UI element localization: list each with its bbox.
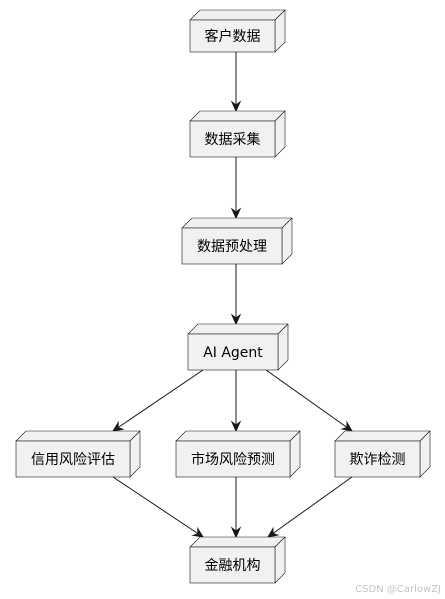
arrowhead	[230, 313, 242, 326]
node-top-face	[15, 430, 141, 442]
node-front-face	[334, 440, 421, 478]
node-front-face	[187, 333, 279, 371]
node-top-face	[175, 430, 301, 442]
node-top-face	[181, 217, 293, 229]
arrowhead	[191, 526, 205, 538]
arrowhead	[230, 420, 242, 433]
arrowhead	[340, 420, 354, 432]
node-label: 金融机构	[205, 558, 261, 574]
node-market-risk: 市场风险预测	[175, 430, 301, 478]
edges-layer	[111, 52, 354, 539]
node-front-face	[189, 19, 276, 53]
node-label: 数据采集	[205, 131, 261, 148]
arrowhead	[266, 526, 280, 538]
node-label: 客户数据	[205, 28, 261, 45]
edge-fraud-detection-to-financial-institution	[266, 476, 353, 538]
node-data-preprocessing: 数据预处理	[181, 217, 293, 265]
edge-customer-data-to-data-collection	[230, 52, 242, 113]
edge-line	[267, 476, 353, 538]
node-label: 信用风险评估	[31, 452, 115, 468]
node-front-face	[175, 440, 291, 478]
node-ai-agent: AI Agent	[187, 323, 289, 371]
edge-line	[112, 369, 204, 432]
watermark-text: CSDN @CarlowZJ	[355, 584, 441, 595]
node-front-face	[181, 227, 283, 265]
node-top-face	[334, 430, 431, 442]
edge-ai-agent-to-fraud-detection	[265, 369, 354, 432]
node-credit-risk: 信用风险评估	[15, 430, 141, 478]
edge-line	[265, 369, 353, 432]
node-label: 数据预处理	[197, 239, 267, 255]
arrowhead	[230, 100, 242, 113]
node-front-face	[15, 440, 131, 478]
arrowhead	[230, 526, 242, 539]
edge-data-preprocessing-to-ai-agent	[230, 264, 242, 326]
node-fraud-detection: 欺诈检测	[334, 430, 431, 478]
node-front-face	[189, 120, 276, 158]
edge-market-risk-to-financial-institution	[230, 477, 242, 539]
node-top-face	[189, 536, 286, 548]
node-label: AI Agent	[203, 345, 263, 361]
edge-ai-agent-to-credit-risk	[111, 369, 204, 432]
node-top-face	[187, 323, 289, 335]
edge-ai-agent-to-market-risk	[230, 370, 242, 433]
edge-data-collection-to-data-preprocessing	[230, 157, 242, 220]
arrowhead	[111, 420, 125, 432]
node-top-face	[189, 9, 286, 21]
arrowhead	[230, 207, 242, 220]
node-label: 市场风险预测	[191, 451, 275, 468]
node-customer-data: 客户数据	[189, 9, 286, 53]
node-front-face	[189, 546, 276, 584]
edge-line	[112, 476, 204, 538]
node-top-face	[189, 110, 286, 122]
node-financial-institution: 金融机构	[189, 536, 286, 584]
node-data-collection: 数据采集	[189, 110, 286, 158]
edge-credit-risk-to-financial-institution	[112, 476, 205, 538]
node-label: 欺诈检测	[350, 452, 406, 468]
